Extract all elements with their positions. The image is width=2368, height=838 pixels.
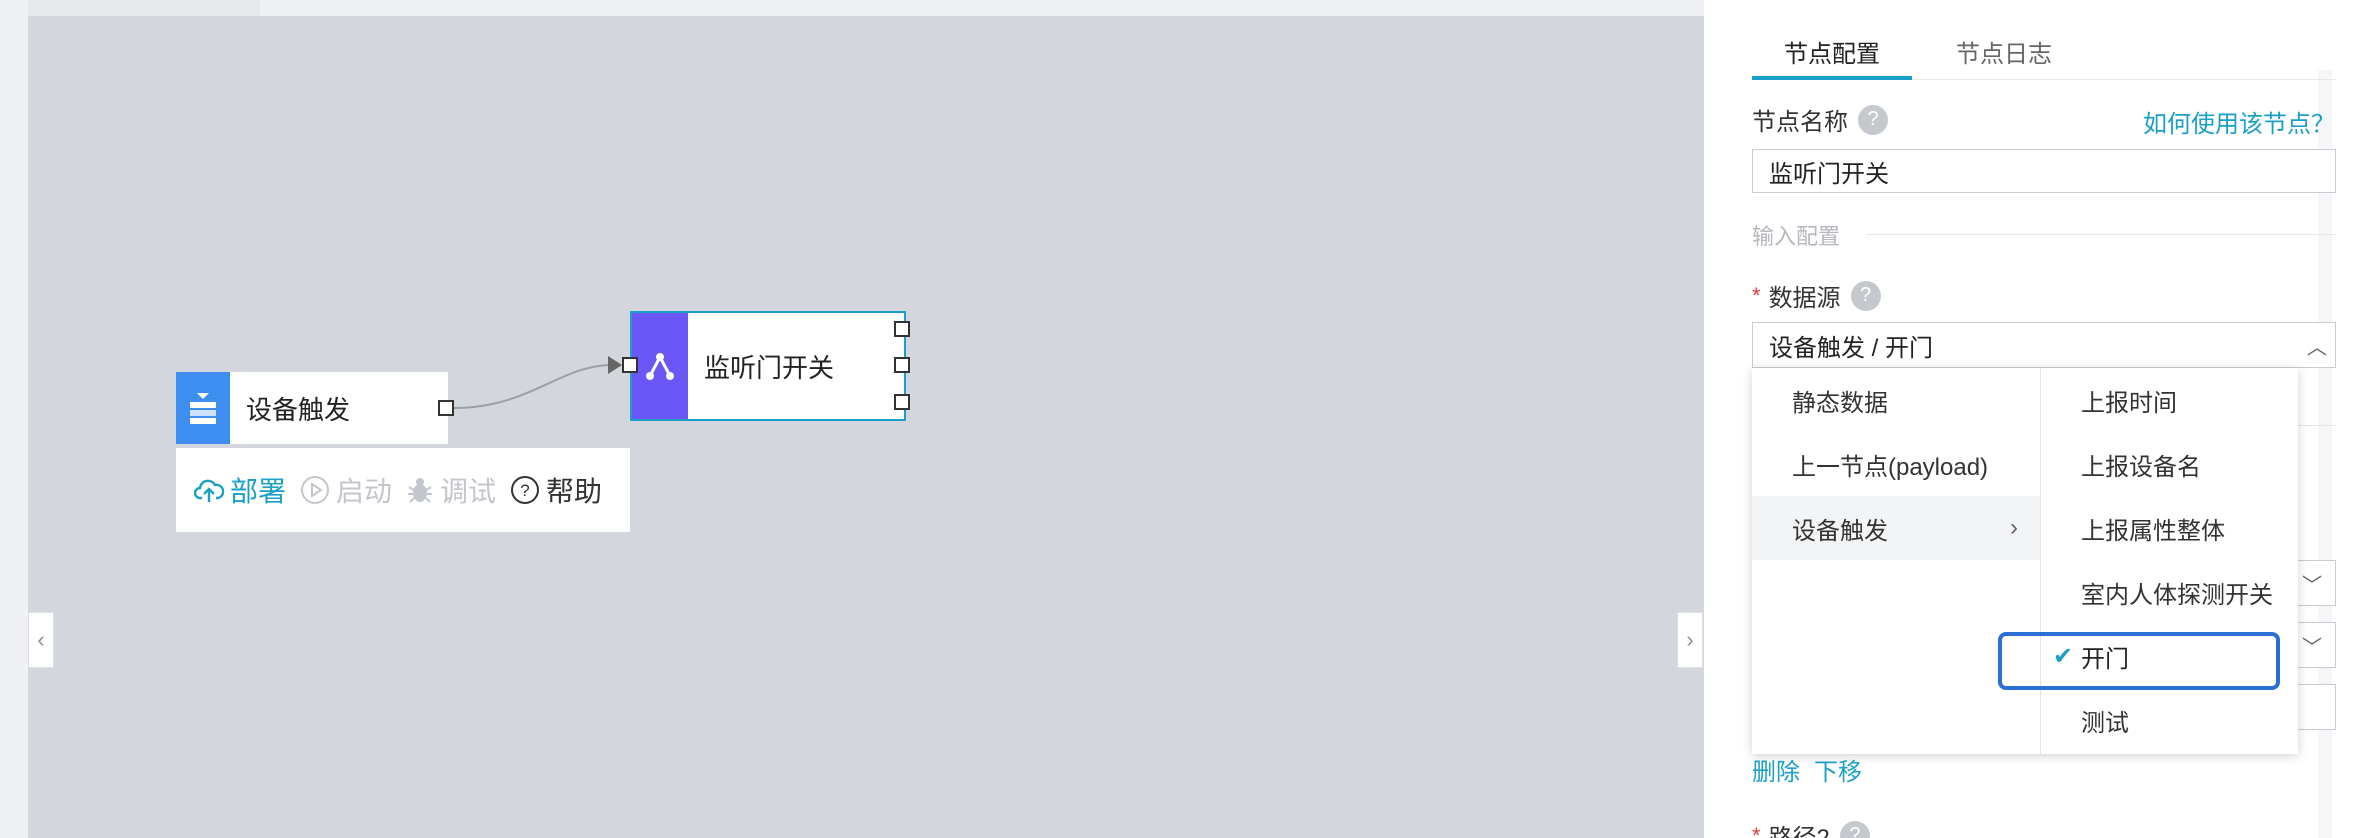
tab-label: 节点配置 — [1784, 41, 1880, 68]
start-label: 启动 — [336, 476, 393, 507]
panel-tabs: 节点配置 节点日志 — [1752, 22, 2336, 80]
tab-node-log[interactable]: 节点日志 — [1956, 22, 2052, 80]
check-icon: ✔ — [2053, 642, 2074, 670]
device-icon — [176, 372, 230, 444]
help-button[interactable]: ? 帮助 — [510, 470, 602, 510]
selection-highlight — [1998, 632, 2280, 690]
option-label: 上报属性整体 — [2081, 517, 2225, 545]
cascader-option[interactable]: 静态数据 — [1752, 368, 2040, 432]
cascader-option-selected[interactable]: ✔ 开门 — [2041, 624, 2298, 688]
datasource-label-text: 数据源 — [1768, 285, 1841, 312]
cloud-upload-icon — [194, 479, 224, 502]
collapse-right-button[interactable]: › — [1677, 612, 1703, 668]
path-label-text: 路径2 — [1769, 818, 1830, 838]
cascader-option[interactable]: 上报时间 — [2041, 368, 2298, 432]
option-label: 测试 — [2081, 709, 2129, 737]
chevron-left-icon: ‹ — [37, 627, 45, 652]
chevron-down-icon: ﹀ — [2302, 575, 2322, 597]
datasource-select[interactable]: 设备触发 / 开门 ︿ — [1752, 322, 2336, 368]
cascader-option[interactable]: 上报设备名 — [2041, 432, 2298, 496]
option-label: 上报时间 — [2081, 389, 2177, 417]
datasource-value: 设备触发 / 开门 — [1769, 334, 1934, 362]
node-label: 设备触发 — [246, 394, 351, 425]
cascader-option[interactable]: 上报属性整体 — [2041, 496, 2298, 560]
input-port[interactable] — [622, 357, 638, 373]
node-name-label: 节点名称 ? — [1752, 102, 1888, 137]
option-label: 上一节点(payload) — [1792, 453, 1989, 481]
play-circle-icon — [301, 476, 330, 504]
help-circle-icon: ? — [511, 476, 540, 504]
chevron-up-icon: ︿ — [2307, 337, 2327, 359]
branch-icon — [632, 313, 688, 419]
svg-text:?: ? — [520, 481, 529, 500]
section-input-config: 输入配置 — [1752, 224, 1841, 249]
left-gutter — [0, 0, 28, 838]
datasource-cascader: 静态数据 上一节点(payload) 设备触发 › 上报时间 上报设备名 上报属… — [1752, 368, 2298, 754]
question-icon[interactable]: ? — [1850, 280, 1881, 311]
debug-button[interactable]: 调试 — [406, 470, 496, 510]
deploy-label: 部署 — [230, 476, 287, 507]
output-port[interactable] — [894, 357, 910, 373]
cascader-option[interactable]: 室内人体探测开关 — [2041, 560, 2298, 624]
deploy-button[interactable]: 部署 — [194, 470, 286, 510]
node-listen-door[interactable]: 监听门开关 — [630, 311, 906, 421]
cascader-option[interactable]: 测试 — [2041, 688, 2298, 752]
chevron-right-icon: › — [2010, 514, 2018, 541]
option-label: 静态数据 — [1792, 389, 1888, 417]
question-icon[interactable]: ? — [1839, 820, 1870, 838]
option-label: 室内人体探测开关 — [2081, 581, 2273, 609]
output-port[interactable] — [894, 321, 910, 337]
section-divider — [2298, 425, 2336, 426]
required-marker: * — [1752, 282, 1761, 308]
node-label: 监听门开关 — [704, 352, 835, 383]
datasource-label: * 数据源 ? — [1752, 278, 1881, 313]
cascader-option-expanded[interactable]: 设备触发 › — [1752, 496, 2040, 560]
select-stub[interactable]: ﹀ — [2298, 622, 2336, 668]
chevron-right-icon: › — [1686, 627, 1694, 652]
output-port[interactable] — [438, 400, 454, 416]
node-name-label-text: 节点名称 — [1752, 109, 1848, 136]
tab-label: 节点日志 — [1956, 41, 2052, 68]
cascader-column-2: 上报时间 上报设备名 上报属性整体 室内人体探测开关 ✔ 开门 测试 — [2040, 368, 2298, 754]
collapse-left-button[interactable]: ‹ — [28, 612, 54, 668]
required-marker: * — [1752, 822, 1761, 838]
move-down-link[interactable]: 下移 — [1814, 759, 1862, 786]
canvas-top-bar — [260, 0, 1704, 16]
chevron-down-icon: ﹀ — [2302, 637, 2322, 659]
edge-connector — [453, 356, 622, 409]
node-device-trigger[interactable]: 设备触发 — [176, 372, 448, 444]
help-label: 帮助 — [546, 476, 603, 507]
node-toolbar: 部署 启动 调试 ? 帮助 — [176, 448, 630, 532]
debug-label: 调试 — [440, 476, 497, 507]
cascader-option[interactable]: 上一节点(payload) — [1752, 432, 2040, 496]
option-label: 设备触发 — [1792, 517, 1888, 545]
tab-node-config[interactable]: 节点配置 — [1752, 22, 1912, 80]
section-divider — [1866, 234, 2336, 235]
start-button[interactable]: 启动 — [300, 470, 392, 510]
node-name-value: 监听门开关 — [1769, 160, 1889, 188]
output-port[interactable] — [894, 394, 910, 410]
input-stub[interactable] — [2298, 684, 2336, 730]
bug-icon — [408, 478, 433, 503]
select-stub[interactable]: ﹀ — [2298, 560, 2336, 606]
canvas-tab[interactable] — [28, 0, 260, 16]
cascader-column-1: 静态数据 上一节点(payload) 设备触发 › — [1752, 368, 2040, 754]
question-icon[interactable]: ? — [1858, 104, 1888, 135]
delete-link[interactable]: 删除 — [1752, 759, 1800, 786]
path-label: * 路径2 ? — [1752, 818, 1870, 838]
node-name-input[interactable]: 监听门开关 — [1752, 149, 2336, 193]
how-to-use-link[interactable]: 如何使用该节点？ — [2143, 111, 2335, 138]
option-label: 上报设备名 — [2081, 453, 2201, 481]
option-label: 开门 — [2081, 645, 2129, 673]
